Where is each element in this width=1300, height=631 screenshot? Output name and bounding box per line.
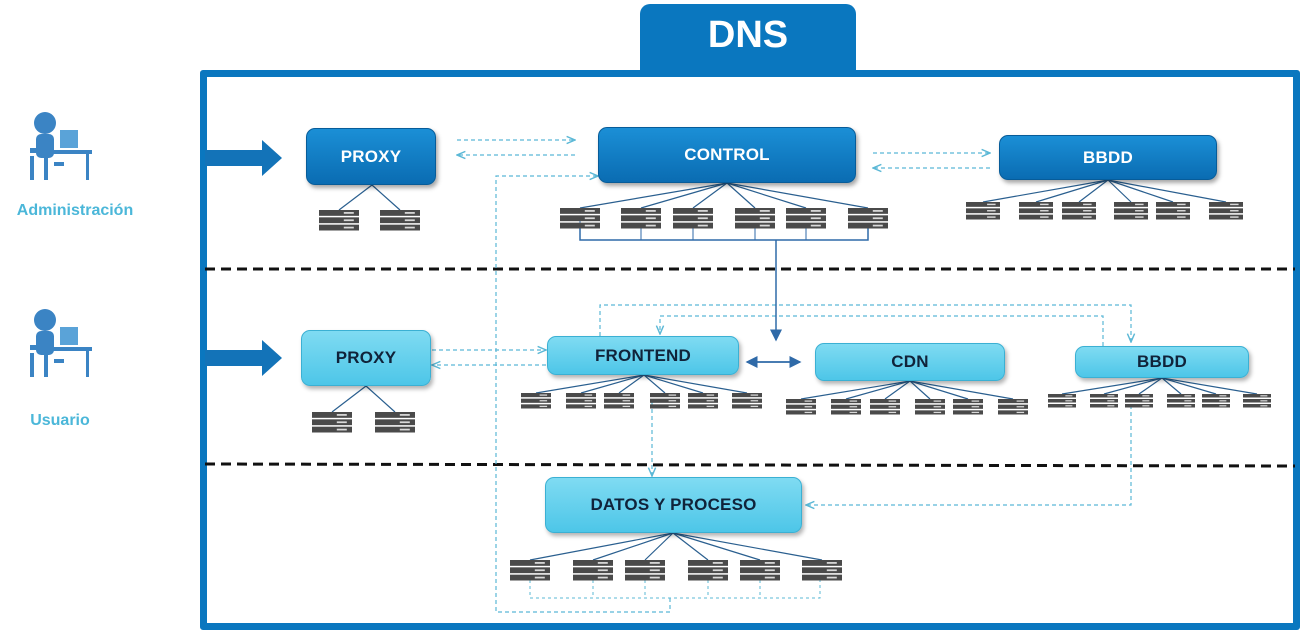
frontend-node: FRONTEND [547,336,739,375]
control-node: CONTROL [598,127,856,183]
server-icon [312,412,352,433]
server-icon [802,560,842,581]
flow-arrows-user [432,304,1131,505]
server-icon [1114,202,1148,220]
datos-proceso-node: DATOS Y PROCESO [545,477,802,533]
server-icon [1019,202,1053,220]
server-icon [650,393,680,409]
server-icon [688,393,718,409]
server-icon [1125,394,1153,408]
server-icon [319,210,359,231]
server-icon [1209,202,1243,220]
bbdd-admin-node: BBDD [999,135,1217,180]
server-icon [732,393,762,409]
server-icon [1243,394,1271,408]
tree-lines [331,179,1258,561]
server-icon [375,412,415,433]
cdn-node: CDN [815,343,1005,381]
server-icon [953,399,983,415]
server-icon [510,560,550,581]
admin-label: Administración [16,202,134,219]
proxy-admin-node: PROXY [306,128,436,185]
server-icon [915,399,945,415]
server-icon [735,208,775,229]
admin-user-icon [30,112,92,180]
server-icon [998,399,1028,415]
server-icons [312,202,1271,581]
dns-frame [200,70,1300,630]
entry-arrow-user [205,340,282,376]
server-icon [688,560,728,581]
datos-server-links [529,580,821,599]
entry-arrow-admin [205,140,282,176]
server-icon [870,399,900,415]
dns-title: DNS [640,4,856,74]
server-icon [1048,394,1076,408]
server-icon [1090,394,1118,408]
separator-line-2 [204,462,1296,468]
user-icon [30,309,92,377]
server-icon [625,560,665,581]
server-icon [560,208,600,229]
server-icon [521,393,551,409]
server-icon [673,208,713,229]
server-icon [1062,202,1096,220]
server-icon [604,393,634,409]
server-icon [831,399,861,415]
user-label: Usuario [30,412,90,429]
server-icon [621,208,661,229]
flow-arrows-admin [457,140,990,613]
server-icon [786,399,816,415]
proxy-user-node: PROXY [301,330,431,386]
server-icon [573,560,613,581]
server-icon [786,208,826,229]
server-icon [566,393,596,409]
bbdd-user-node: BBDD [1075,346,1249,378]
server-icon [740,560,780,581]
control-frontend-link [579,228,869,368]
server-icon [1156,202,1190,220]
server-icon [380,210,420,231]
server-icon [1167,394,1195,408]
server-icon [1202,394,1230,408]
server-icon [848,208,888,229]
server-icon [966,202,1000,220]
